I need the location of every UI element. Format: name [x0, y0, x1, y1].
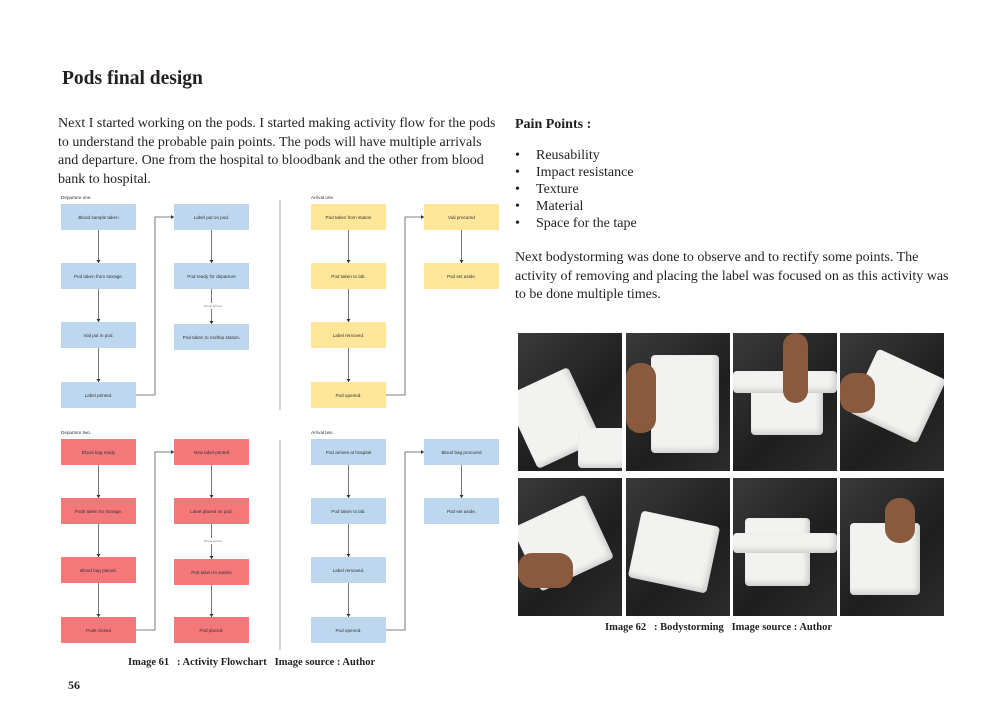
flowchart-step: Label placed on pod.	[174, 498, 249, 524]
foam-pod	[578, 428, 622, 468]
bodystorming-photo	[840, 333, 944, 471]
arrowhead-icon	[459, 260, 464, 263]
hand	[840, 373, 875, 413]
flowchart-step: Pod ready for departure	[174, 263, 249, 289]
page-number: 56	[68, 678, 80, 692]
hand	[885, 498, 915, 543]
flowchart-step: Label removed.	[311, 557, 386, 583]
flow-arrow	[386, 451, 424, 631]
arrowhead-icon	[209, 260, 214, 263]
pain-points-heading: Pain Points :	[515, 117, 592, 132]
arrowhead-icon	[209, 556, 214, 559]
flowchart-step: Pod placed.	[174, 617, 249, 643]
flow-arrow	[136, 451, 174, 631]
arrowhead-icon	[346, 554, 351, 557]
arrowhead-icon	[421, 215, 424, 219]
arrowhead-icon	[96, 614, 101, 617]
flow-arrow	[136, 216, 174, 396]
flowchart-step: Label printed.	[61, 382, 136, 408]
flowchart-step: Label put on pod.	[174, 204, 249, 230]
arrowhead-icon	[96, 319, 101, 322]
arrowhead-icon	[346, 495, 351, 498]
list-item: Space for the tape	[515, 216, 637, 233]
arrowhead-icon	[209, 614, 214, 617]
flowchart-step: Pod taken from station	[311, 204, 386, 230]
bodystorming-photo	[840, 478, 944, 616]
flowchart-step: Blood bag placed.	[61, 557, 136, 583]
arrowhead-icon	[171, 450, 174, 454]
arrowhead-icon	[96, 554, 101, 557]
arrowhead-icon	[346, 379, 351, 382]
arrowhead-icon	[96, 495, 101, 498]
arrowhead-icon	[421, 450, 424, 454]
page-title: Pods final design	[62, 68, 203, 89]
drone-arrives-note: Drone arrives	[204, 303, 223, 309]
arrowhead-icon	[96, 379, 101, 382]
flowchart-step: Pod taken to lab.	[311, 263, 386, 289]
arrowhead-icon	[96, 260, 101, 263]
image-61-caption: Image 61 : Activity Flowchart Image sour…	[128, 657, 376, 668]
flowchart-step: Pod set aside.	[424, 498, 499, 524]
bodystorming-photo	[733, 333, 837, 471]
flowchart-label: Departure two.	[61, 430, 92, 435]
flowchart-step: Vial procured	[424, 204, 499, 230]
foam-pod	[627, 510, 721, 594]
flowchart-step: Blood bag ready	[61, 439, 136, 465]
flowchart-step: Pods taken for storage.	[61, 498, 136, 524]
hand	[518, 553, 573, 588]
pain-points-list: Reusability Impact resistance Texture Ma…	[515, 148, 637, 233]
arrowhead-icon	[346, 260, 351, 263]
flowchart-step: Pod taken from storage.	[61, 263, 136, 289]
arrowhead-icon	[209, 495, 214, 498]
flowchart-label: Arrival two.	[311, 430, 334, 435]
list-item: Texture	[515, 182, 637, 199]
bodystorming-paragraph: Next bodystorming was done to observe an…	[515, 250, 949, 303]
foam-pod	[733, 533, 837, 553]
drone-arrives-note: Drone arrives	[204, 538, 223, 544]
flowchart-step: Pod taken to lab.	[311, 498, 386, 524]
flow-arrow	[386, 216, 424, 396]
arrowhead-icon	[459, 495, 464, 498]
foam-pod	[651, 355, 719, 453]
flowchart-step: Blood bag procured	[424, 439, 499, 465]
bodystorming-photo	[518, 333, 622, 471]
flowchart-step: Pod opened.	[311, 382, 386, 408]
flowchart-label: Arrival one.	[311, 195, 335, 200]
flowchart-step: Pod taken to rooftop station.	[174, 324, 249, 350]
hand	[783, 333, 808, 403]
flowchart-label: Departure one.	[61, 195, 92, 200]
flowchart-step: Pod arrives at hospital	[311, 439, 386, 465]
arrowhead-icon	[171, 215, 174, 219]
bodystorming-photo	[626, 333, 730, 471]
bodystorming-photo	[518, 478, 622, 616]
list-item: Impact resistance	[515, 165, 637, 182]
arrowhead-icon	[346, 319, 351, 322]
bodystorming-photo	[733, 478, 837, 616]
flowchart-step: Pods closed	[61, 617, 136, 643]
list-item: Material	[515, 199, 637, 216]
flowchart-step: Pod set aside.	[424, 263, 499, 289]
flowchart-step: Label removed.	[311, 322, 386, 348]
list-item: Reusability	[515, 148, 637, 165]
flowchart-connectors	[96, 200, 464, 650]
flowchart-step: Pod opened.	[311, 617, 386, 643]
intro-paragraph: Next I started working on the pods. I st…	[58, 116, 496, 187]
arrowhead-icon	[209, 321, 214, 324]
flowchart-step: New label printed	[174, 439, 249, 465]
flowchart-step: Blood sample taken	[61, 204, 136, 230]
arrowhead-icon	[346, 614, 351, 617]
bodystorming-photo	[626, 478, 730, 616]
image-62-caption: Image 62 : Bodystorming Image source : A…	[605, 622, 833, 633]
flowchart-step: Pod taken to station	[174, 559, 249, 585]
flowchart-step: Vial put in pod.	[61, 322, 136, 348]
hand	[626, 363, 656, 433]
